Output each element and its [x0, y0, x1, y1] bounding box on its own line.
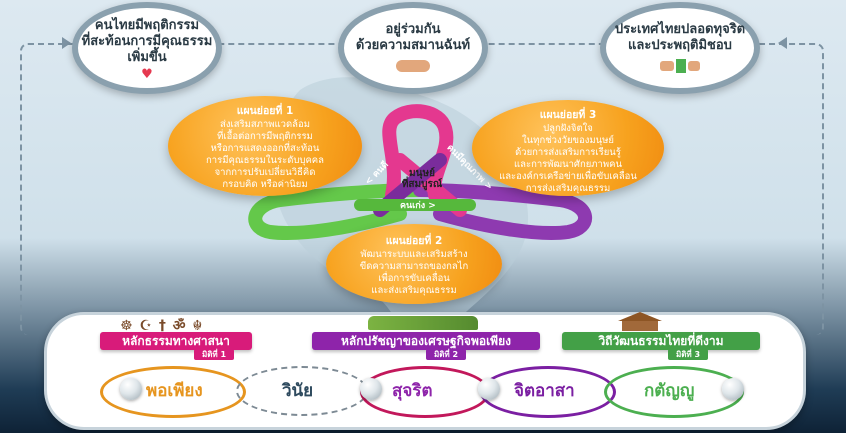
- plan-2-line-2: ขีดความสามารถของกลไก: [359, 261, 469, 272]
- value-ball-4: [722, 378, 744, 400]
- ribbon-center-line-1: มนุษย์: [409, 168, 435, 179]
- handshake-icon: [396, 60, 430, 72]
- plan-1-line-1: ส่งเสริมสภาพแวดล้อม: [220, 119, 310, 130]
- plan-2-circle: แผนย่อยที่ 2 พัฒนาระบบและเสริมสร้าง ขีดค…: [326, 224, 502, 304]
- goal-2-line-1: อยู่ร่วมกัน: [385, 22, 441, 37]
- plan-1-line-6: กรอบคิด หรือค่านิยม: [222, 179, 308, 190]
- plan-2-heading: แผนย่อยที่ 2: [385, 235, 443, 247]
- heart-hands-icon: ♥: [141, 67, 153, 82]
- value-ball-3: [478, 378, 500, 400]
- value-word-5: กตัญญู: [644, 381, 695, 401]
- goal-circle-2: อยู่ร่วมกัน ด้วยความสมานฉันท์: [338, 2, 488, 94]
- plan-1-line-3: หรือการแสดงออกที่สะท้อน: [210, 143, 320, 154]
- value-ball-2: [360, 378, 382, 400]
- village-icon: [368, 316, 478, 330]
- right-arrow-head: [778, 37, 787, 49]
- plan-1-line-2: ที่เอื้อต่อการมีพฤติกรรม: [217, 131, 313, 142]
- value-ball-1: [120, 378, 142, 400]
- principle-1-pill: หลักธรรมทางศาสนา: [100, 332, 252, 350]
- principle-3-pill: วิถีวัฒนธรรมไทยที่ดีงาม: [562, 332, 760, 350]
- goal-1-line-1: คนไทยมีพฤติกรรม: [94, 18, 200, 33]
- value-word-2: วินัย: [282, 381, 314, 401]
- plan-3-heading: แผนย่อยที่ 3: [539, 109, 597, 121]
- plan-1-heading: แผนย่อยที่ 1: [236, 105, 294, 117]
- plan-2-line-4: และส่งเสริมคุณธรรม: [371, 285, 457, 296]
- principle-2-sub: มิติที่ 2: [426, 349, 466, 360]
- principle-2-pill: หลักปรัชญาของเศรษฐกิจพอเพียง: [312, 332, 540, 350]
- ribbon-center-text: มนุษย์ ที่สมบูรณ์: [396, 168, 448, 190]
- goal-3-line-2: และประพฤติมิชอบ: [628, 38, 732, 53]
- thai-house-icon: [612, 312, 668, 332]
- value-word-3: สุจริต: [392, 381, 433, 401]
- plan-3-line-2: ในทุกช่วงวัยของมนุษย์: [522, 135, 614, 146]
- plan-1-circle: แผนย่อยที่ 1 ส่งเสริมสภาพแวดล้อม ที่เอื้…: [168, 96, 362, 196]
- plan-3-circle: แผนย่อยที่ 3 ปลูกฝังจิตใจ ในทุกช่วงวัยขอ…: [472, 100, 664, 196]
- goal-1-line-2: ที่สะท้อนการมีคุณธรรม: [81, 34, 213, 49]
- plan-3-line-5: และองค์กรเครือข่ายเพื่อขับเคลื่อน: [499, 171, 637, 182]
- plan-3-line-3: ด้วยการส่งเสริมการเรียนรู้: [515, 147, 621, 158]
- plan-3-line-4: และการพัฒนาศักยภาพคน: [514, 159, 622, 170]
- plan-2-line-3: เพื่อการขับเคลื่อน: [378, 273, 450, 284]
- ribbon-center-line-2: ที่สมบูรณ์: [401, 179, 443, 190]
- goal-circle-1: คนไทยมีพฤติกรรม ที่สะท้อนการมีคุณธรรม เพ…: [72, 2, 222, 94]
- goal-3-line-1: ประเทศไทยปลอดทุจริต: [614, 22, 746, 37]
- goal-circle-3: ประเทศไทยปลอดทุจริต และประพฤติมิชอบ: [600, 2, 760, 94]
- left-arrow-head: [62, 37, 71, 49]
- value-word-1: พอเพียง: [146, 381, 203, 401]
- goal-1-line-3: เพิ่มขึ้น: [127, 50, 167, 65]
- ribbon-bottom-label: คนเก่ง >: [400, 201, 436, 211]
- plan-3-line-1: ปลูกฝังจิตใจ: [543, 123, 593, 134]
- plan-1-line-4: การมีคุณธรรมในระดับบุคคล: [206, 155, 324, 166]
- plan-2-line-1: พัฒนาระบบและเสริมสร้าง: [360, 249, 468, 260]
- principle-3-sub: มิติที่ 3: [668, 349, 708, 360]
- refuse-bribe-icon: [660, 59, 700, 73]
- goal-2-line-2: ด้วยความสมานฉันท์: [355, 38, 471, 53]
- religious-symbols-icon: ☸ ☪ † ॐ ☬: [120, 318, 204, 334]
- plan-1-line-5: จากการปรับเปลี่ยนวิธีคิด: [214, 167, 316, 178]
- plan-3-line-6: การส่งเสริมคุณธรรม: [525, 183, 611, 194]
- value-word-4: จิตอาสา: [514, 381, 575, 401]
- principle-1-sub: มิติที่ 1: [194, 349, 234, 360]
